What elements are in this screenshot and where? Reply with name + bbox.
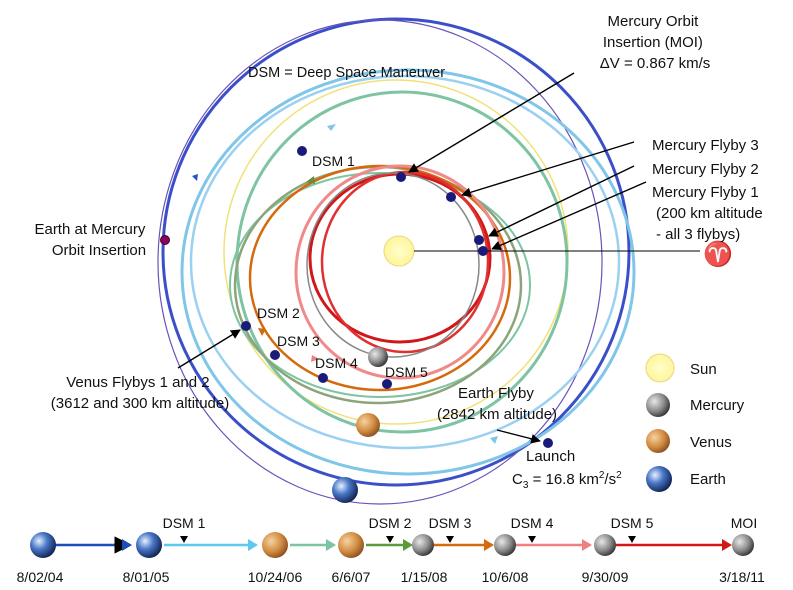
dsm4-point bbox=[318, 373, 328, 383]
timeline-event-dsm5: DSM 5 bbox=[611, 515, 654, 531]
flyby1-label: Mercury Flyby 1 (200 km altitude - all 3… bbox=[652, 184, 767, 243]
timeline-dsm4-marker bbox=[528, 536, 536, 543]
earth-icon bbox=[332, 477, 358, 503]
dsm2-label: DSM 2 bbox=[257, 305, 300, 321]
timeline-event-moi: MOI bbox=[731, 515, 757, 531]
timeline-dsm1-marker bbox=[180, 536, 188, 543]
dsm5-point bbox=[382, 379, 392, 389]
mercury-icon bbox=[368, 347, 388, 367]
dsm3-label: DSM 3 bbox=[277, 333, 320, 349]
maneuver-points bbox=[241, 146, 553, 448]
legend-sun-label: Sun bbox=[690, 361, 717, 378]
orbit-group bbox=[157, 17, 636, 505]
legend-mercury-label: Mercury bbox=[690, 397, 745, 414]
transfer-orbit-4 bbox=[229, 172, 531, 398]
legend-venus-icon bbox=[646, 429, 670, 453]
timeline-event-dsm4: DSM 4 bbox=[511, 515, 554, 531]
legend-earth-label: Earth bbox=[690, 471, 726, 488]
timeline-mercury-icon bbox=[494, 534, 516, 556]
launch-point bbox=[543, 438, 553, 448]
transfer-orbit-6 bbox=[248, 164, 512, 392]
timeline-event-dsm1: DSM 1 bbox=[163, 515, 206, 531]
sun-icon bbox=[383, 235, 415, 267]
direction-arrow bbox=[192, 174, 198, 181]
vernal-equinox-symbol: ♈ bbox=[703, 240, 733, 268]
timeline-date: 3/18/11 bbox=[719, 569, 765, 585]
timeline: DSM 1 DSM 2 DSM 3 DSM 4 DSM 5 MOI 8/02/0… bbox=[17, 515, 765, 585]
direction-arrow bbox=[258, 328, 266, 336]
direction-arrow bbox=[327, 124, 336, 131]
direction-arrow bbox=[311, 355, 319, 362]
legend: Sun Mercury Venus Earth bbox=[645, 353, 745, 492]
earth-orbit bbox=[161, 17, 631, 487]
timeline-mercury-icon bbox=[732, 534, 754, 556]
timeline-venus-icon bbox=[262, 532, 288, 558]
flyby1-point bbox=[478, 246, 488, 256]
timeline-mercury-icon bbox=[412, 534, 434, 556]
timeline-date: 10/6/08 bbox=[482, 569, 529, 585]
pointer-arrows bbox=[177, 72, 647, 444]
earth-at-moi-marker bbox=[160, 235, 170, 245]
timeline-date: 6/6/07 bbox=[332, 569, 371, 585]
flyby2-point bbox=[474, 235, 484, 245]
dsm1-label: DSM 1 bbox=[312, 153, 355, 169]
timeline-date: 8/02/04 bbox=[17, 569, 64, 585]
timeline-venus-icon bbox=[338, 532, 364, 558]
moi-label: Mercury Orbit Insertion (MOI) ΔV = 0.867… bbox=[600, 13, 711, 72]
legend-sun-icon bbox=[645, 353, 675, 383]
timeline-earth-icon bbox=[30, 532, 56, 558]
legend-mercury-icon bbox=[646, 393, 670, 417]
timeline-event-dsm2: DSM 2 bbox=[369, 515, 412, 531]
timeline-earth-icon bbox=[136, 532, 162, 558]
timeline-date: 1/15/08 bbox=[401, 569, 448, 585]
transfer-orbit-7 bbox=[294, 164, 506, 380]
flyby2-label: Mercury Flyby 2 bbox=[652, 161, 759, 178]
flyby3-label: Mercury Flyby 3 bbox=[652, 137, 759, 154]
transfer-orbit-2 bbox=[189, 74, 621, 450]
timeline-event-dsm3: DSM 3 bbox=[429, 515, 472, 531]
dsm3-point bbox=[270, 350, 280, 360]
transfer-orbit-9 bbox=[320, 170, 490, 354]
transfer-orbit-1 bbox=[180, 68, 636, 476]
timeline-dsm5-marker bbox=[628, 536, 636, 543]
direction-arrow bbox=[306, 176, 315, 184]
dsm-definition: DSM = Deep Space Maneuver bbox=[248, 65, 445, 81]
outer-trajectory bbox=[157, 19, 603, 505]
timeline-date: 9/30/09 bbox=[582, 569, 629, 585]
dsm5-label: DSM 5 bbox=[385, 364, 428, 380]
timeline-mercury-icon bbox=[594, 534, 616, 556]
flyby3-point bbox=[446, 192, 456, 202]
direction-arrow bbox=[490, 436, 498, 444]
mercury-orbit bbox=[306, 172, 480, 358]
moi-point bbox=[396, 172, 406, 182]
dsm1-point bbox=[297, 146, 307, 156]
venus-icon bbox=[356, 413, 380, 437]
dsm2-point bbox=[241, 321, 251, 331]
timeline-date: 10/24/06 bbox=[248, 569, 303, 585]
earth-at-moi-label: Earth at Mercury Orbit Insertion bbox=[34, 221, 149, 259]
launch-c3-label: C3 = 16.8 km2/s2 bbox=[512, 470, 622, 491]
legend-venus-label: Venus bbox=[690, 434, 732, 451]
timeline-dsm3-marker bbox=[446, 536, 454, 543]
timeline-date: 8/01/05 bbox=[123, 569, 170, 585]
dsm4-label: DSM 4 bbox=[315, 355, 358, 371]
venus-flybys-label: Venus Flybys 1 and 2 (3612 and 300 km al… bbox=[51, 374, 229, 412]
earth-flyby-label: Earth Flyby (2842 km altitude) bbox=[437, 385, 557, 423]
timeline-dsm2-marker bbox=[386, 536, 394, 543]
legend-earth-icon bbox=[646, 466, 672, 492]
launch-label: Launch bbox=[526, 448, 575, 465]
